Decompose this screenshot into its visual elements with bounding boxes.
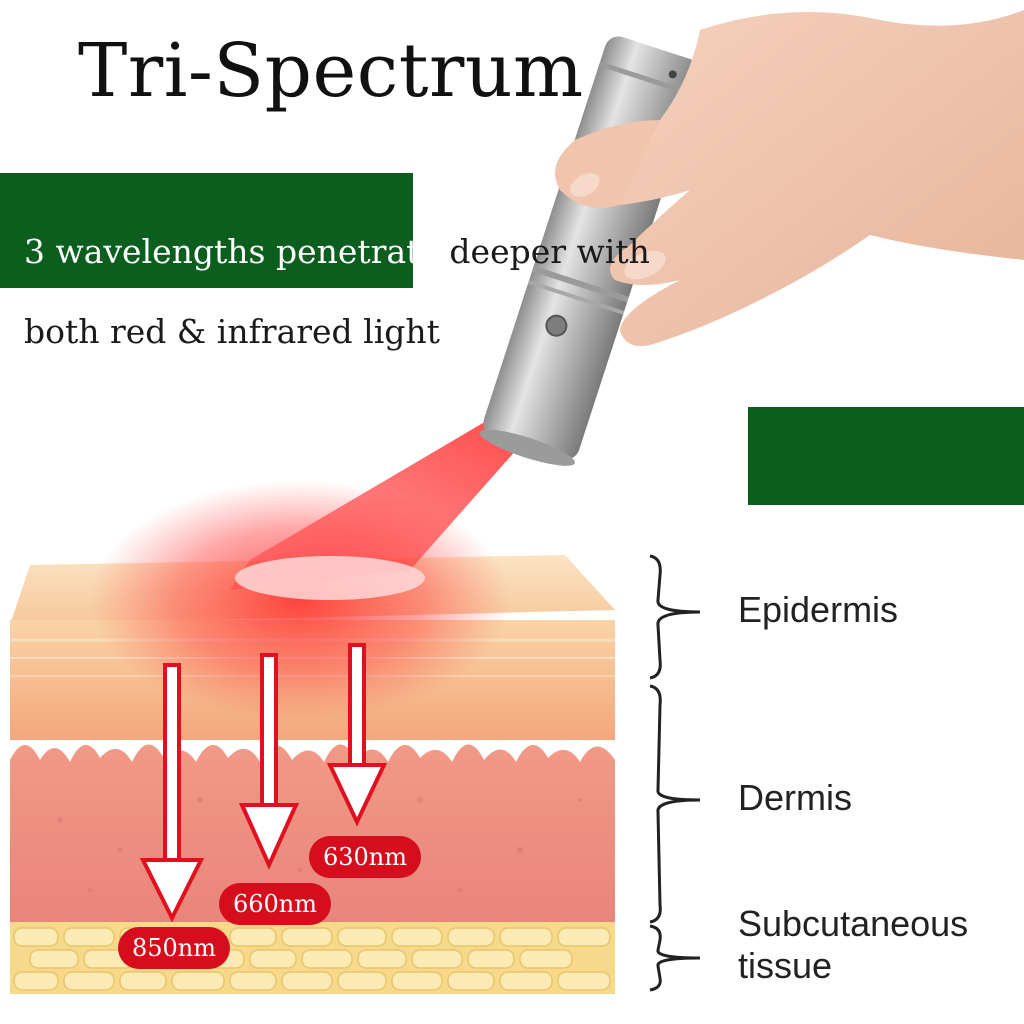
badge-660nm: 660nm xyxy=(219,883,332,925)
light-spot xyxy=(235,556,425,600)
layer-brackets xyxy=(649,554,701,992)
arrow-850nm xyxy=(139,663,205,923)
subtitle-line-1: 3 wavelengths penetrate deeper with xyxy=(24,232,650,271)
subcutaneous-label-line-1: Subcutaneous xyxy=(738,903,969,944)
arrow-630nm xyxy=(326,643,388,827)
green-band-right xyxy=(748,407,1024,505)
light-beam xyxy=(230,420,518,590)
subcutaneous-label-line-2: tissue xyxy=(738,945,833,986)
arrow-660nm xyxy=(238,653,300,870)
hand xyxy=(555,10,1024,346)
badge-850nm: 850nm xyxy=(118,927,231,969)
subtitle-line-2: both red & infrared light xyxy=(24,312,440,351)
epidermis-bracket xyxy=(649,554,701,680)
badge-630nm: 630nm xyxy=(309,836,422,878)
epidermis-label: Epidermis xyxy=(738,589,899,630)
dermis-bracket xyxy=(649,684,701,924)
dermis-label: Dermis xyxy=(738,777,852,818)
green-band-left xyxy=(0,173,413,288)
subcutaneous-bracket xyxy=(649,924,701,992)
device-button xyxy=(545,314,568,337)
page-title: Tri-Spectrum xyxy=(78,28,584,114)
subtitle-line-1-rest: deeper with xyxy=(438,232,650,271)
subtitle-line-1-highlight: 3 wavelengths penetrate xyxy=(24,232,439,271)
